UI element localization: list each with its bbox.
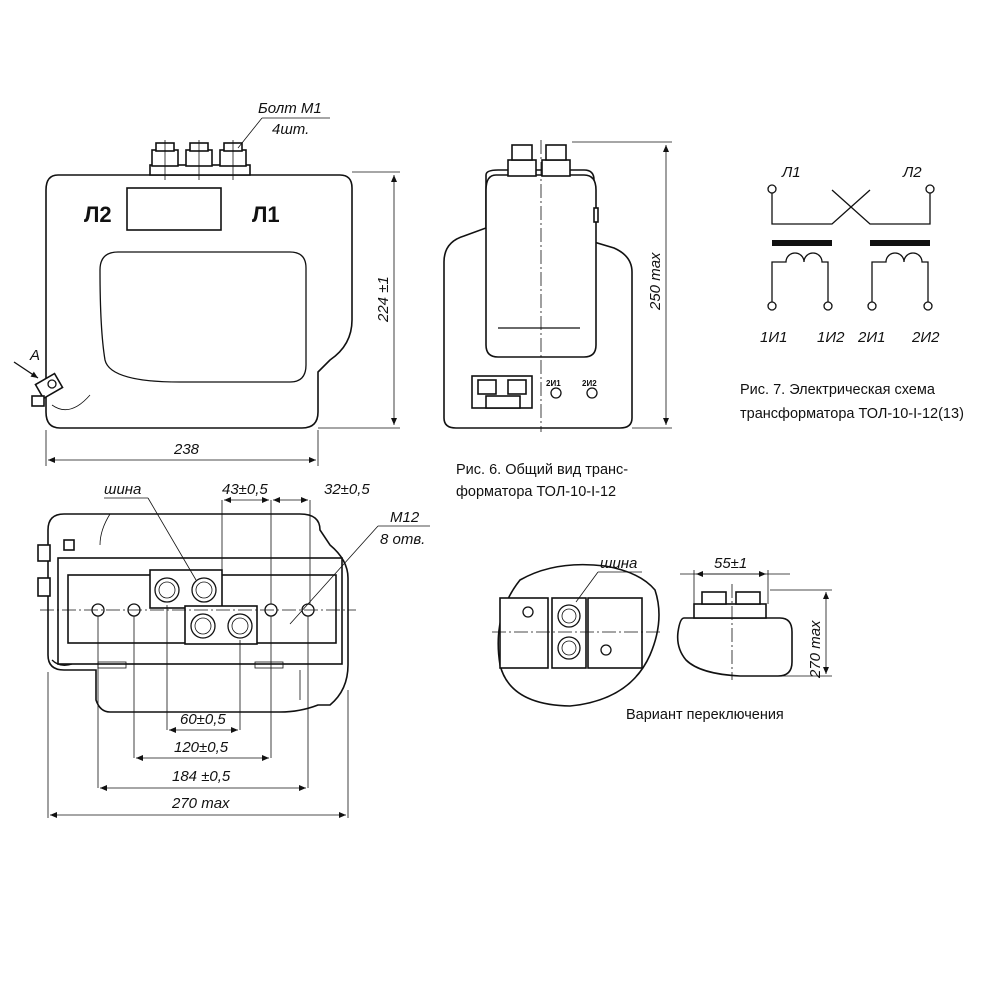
top-view: шина 43±0,5 32±0,5 М12 8 отв. 60±0,5 120… xyxy=(37,481,430,818)
figure7-caption-line2: трансформатора ТОЛ-10-I-12(13) xyxy=(740,406,964,422)
detail-bus-label: шина xyxy=(600,555,637,572)
bolt-icon xyxy=(557,636,581,660)
detail-plate-right xyxy=(587,597,643,669)
thread-label: М12 xyxy=(390,509,420,526)
hole-icon xyxy=(600,644,612,656)
dim-32-label: 32±0,5 xyxy=(324,481,370,498)
figure6-caption-line1: Рис. 6. Общий вид транс- xyxy=(456,462,628,478)
holes-label: 8 отв. xyxy=(380,531,425,548)
bus-bar-lower xyxy=(184,605,258,645)
dim-250-label: 250 max xyxy=(647,252,664,311)
view-a-label: А xyxy=(29,347,40,364)
bolt-label: Болт М1 xyxy=(258,100,322,117)
switch-variant-caption: Вариант переключения xyxy=(626,707,784,723)
sec-terminal-2i1-label: 2И1 xyxy=(546,379,561,388)
schematic-1i2-label: 1И2 xyxy=(817,329,845,346)
bolt-icon xyxy=(541,159,571,177)
dim-60-label: 60±0,5 xyxy=(180,711,226,728)
terminal-l1-icon xyxy=(767,184,777,194)
dim-120-label: 120±0,5 xyxy=(174,739,229,756)
figure6-caption-line2: форматора ТОЛ-10-I-12 xyxy=(456,484,616,500)
front-view: Л2 Л1 Болт М1 4шт. А 224 ±1 238 xyxy=(13,100,400,466)
switch-variant-detail: шина 55±1 270 max xyxy=(492,555,832,707)
terminal-l2-label: Л2 xyxy=(84,202,112,227)
front-view-window xyxy=(99,251,307,383)
variant-side-body xyxy=(676,617,793,677)
bolt-icon xyxy=(507,159,537,177)
side-view: 2И1 2И2 250 max xyxy=(443,140,672,432)
bolt-icon xyxy=(557,604,581,628)
top-view-detail xyxy=(96,513,111,546)
ground-screw-icon xyxy=(47,379,57,389)
dim-270-label: 270 max xyxy=(171,795,230,812)
nameplate xyxy=(126,187,222,231)
primary-lead-left xyxy=(771,189,871,225)
side-terminal-icon xyxy=(37,577,51,597)
dim-43-label: 43±0,5 xyxy=(222,481,268,498)
schematic-l2-label: Л2 xyxy=(902,164,922,181)
bolt-head-icon xyxy=(545,144,567,161)
side-terminal-icon xyxy=(37,544,51,562)
terminal-screw-icon xyxy=(477,379,497,395)
schematic-1i1-label: 1И1 xyxy=(760,329,787,346)
terminal-1i1-icon xyxy=(767,301,777,311)
secondary-coil-2 xyxy=(871,252,929,302)
bolt-count: 4шт. xyxy=(272,121,309,138)
detail-bus-leader xyxy=(575,571,599,603)
ground-clamp-icon xyxy=(31,395,45,407)
secondary-coil-1 xyxy=(771,252,829,302)
side-view-tab xyxy=(593,207,599,223)
figure7-caption-line1: Рис. 7. Электрическая схема xyxy=(740,382,936,398)
core-right xyxy=(870,240,930,246)
detail-bus-bar xyxy=(551,597,587,669)
dim-270-variant-label: 270 max xyxy=(807,620,824,679)
schematic-2i2-label: 2И2 xyxy=(911,329,940,346)
front-view-detail xyxy=(51,394,91,411)
schematic-l1-label: Л1 xyxy=(781,164,801,181)
thread-leader xyxy=(289,525,379,625)
hole-icon xyxy=(522,606,534,618)
bolt-icon xyxy=(227,613,253,639)
sec-terminal-2i2-icon xyxy=(586,387,598,399)
dim-238-label: 238 xyxy=(173,441,200,458)
bolt-icon xyxy=(154,577,180,603)
bus-bar-upper xyxy=(149,569,223,609)
bolt-icon xyxy=(191,577,217,603)
core-left xyxy=(772,240,832,246)
primary-lead-right xyxy=(831,189,931,225)
bolt-group xyxy=(151,140,247,180)
bolt-icon xyxy=(701,591,727,605)
view-a-arrow xyxy=(13,361,39,379)
terminal-screw-icon xyxy=(507,379,527,395)
terminal-cover-icon xyxy=(485,395,521,409)
schematic-2i1-label: 2И1 xyxy=(857,329,885,346)
dim-224-label: 224 ±1 xyxy=(375,276,392,323)
sec-terminal-2i2-label: 2И2 xyxy=(582,379,597,388)
front-view-body xyxy=(45,174,353,429)
sec-terminal-2i1-icon xyxy=(550,387,562,399)
terminal-1i2-icon xyxy=(823,301,833,311)
terminal-l2-icon xyxy=(925,184,935,194)
terminal-l1-label: Л1 xyxy=(252,202,280,227)
electrical-schematic: Л1 Л2 1И1 1И2 2И1 2И2 xyxy=(760,164,940,346)
side-view-bushing xyxy=(485,174,597,358)
bolt-icon xyxy=(735,591,761,605)
bolt-icon xyxy=(190,613,216,639)
bolt-leader xyxy=(237,117,263,149)
variant-plate xyxy=(693,603,767,619)
dim-184-label: 184 ±0,5 xyxy=(172,768,231,785)
bolt-head-icon xyxy=(511,144,533,161)
top-view-bolts xyxy=(154,577,253,639)
terminal-2i1-icon xyxy=(867,301,877,311)
side-terminal-icon xyxy=(63,539,75,551)
ground-symbol-icon xyxy=(51,659,73,666)
terminal-2i2-icon xyxy=(923,301,933,311)
bus-leader xyxy=(147,497,197,581)
dim-55-label: 55±1 xyxy=(714,555,747,572)
bus-label: шина xyxy=(104,481,141,498)
